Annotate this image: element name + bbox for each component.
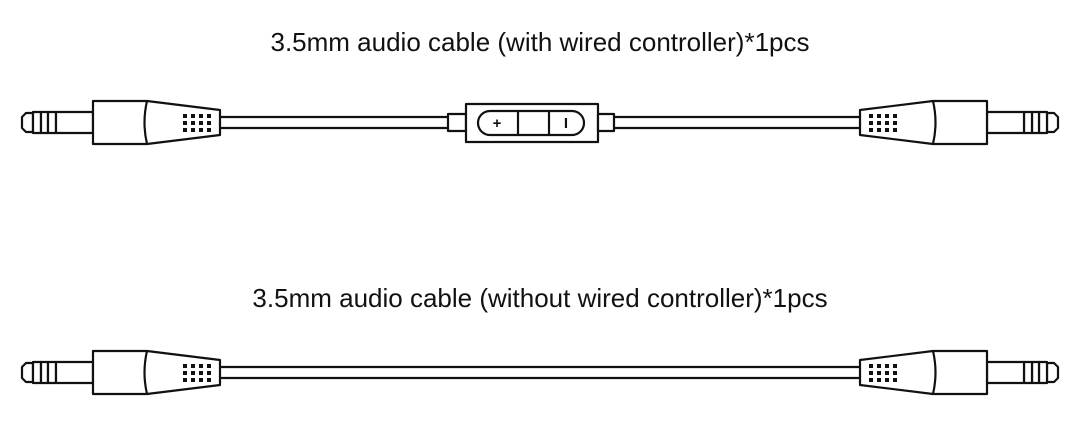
volume-up-button-label: +	[493, 115, 502, 132]
audio-cable-without-controller-illustration	[20, 349, 1060, 396]
volume-down-button-label: I	[564, 115, 568, 132]
left-jack-plug	[20, 349, 222, 396]
left-jack-plug	[20, 99, 222, 146]
wired-controller: + I	[464, 102, 600, 144]
cable-without-controller-caption: 3.5mm audio cable (without wired control…	[252, 283, 828, 313]
right-jack-plug	[858, 99, 1060, 146]
cable-with-controller-caption: 3.5mm audio cable (with wired controller…	[270, 27, 810, 57]
audio-cable-with-controller-illustration: + I	[20, 99, 1060, 146]
right-jack-plug	[858, 349, 1060, 396]
